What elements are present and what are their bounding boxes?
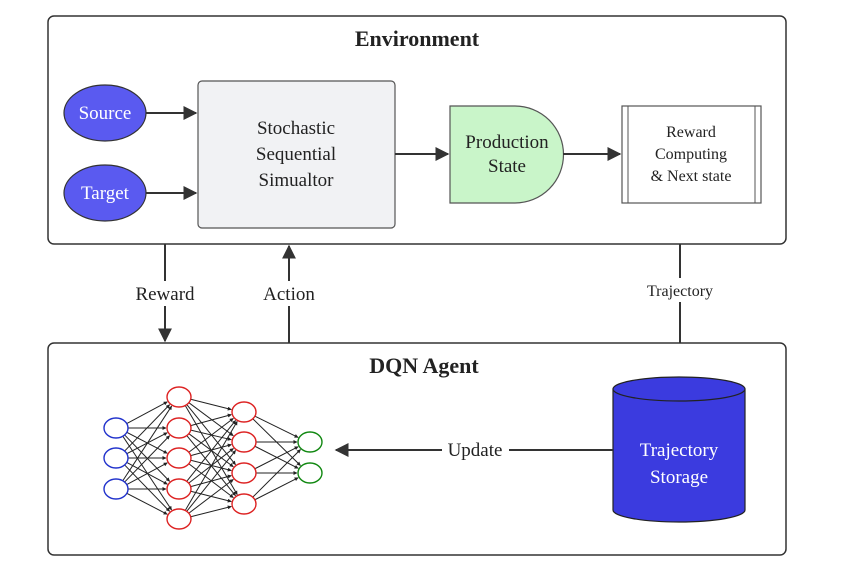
neural-network-graphic [103,386,323,530]
nn-connection [190,443,232,457]
nn-connection [254,446,299,470]
production-state-shape [449,105,565,204]
nn-connection [190,413,232,427]
storage-label-line-2: Storage [650,467,708,488]
nn-connection [254,415,299,438]
nn-connection [124,404,171,452]
nn-connection [122,405,173,482]
nn-node-hidden1 [166,478,192,500]
nn-connection [186,450,237,512]
nn-connection [124,435,171,483]
nn-connection [124,464,171,512]
nn-node-hidden1 [166,447,192,469]
action-link-label: Action [263,284,315,305]
nn-connection [188,478,234,514]
nn-node-hidden1 [166,386,192,408]
simulator-label-line-2: Sequential [256,144,336,165]
nn-connection [184,421,238,511]
nn-node-hidden2 [231,493,257,515]
nn-node-output [297,431,323,453]
target-label: Target [81,183,130,204]
nn-node-input [103,447,129,469]
nn-node-input [103,417,129,439]
reward-link-label: Reward [135,284,195,305]
nn-connection [126,401,168,425]
nn-node-hidden1 [166,417,192,439]
trajectory-storage-cylinder [612,376,746,523]
reward-computing-label-line-3: & Next state [651,168,732,185]
update-link-label: Update [448,440,503,461]
source-label: Source [79,103,132,124]
agent-title: DQN Agent [369,353,479,378]
nn-connection [186,420,237,482]
nn-node-hidden1 [166,508,192,530]
nn-connection [126,462,168,486]
reward-computing-label-line-2: Computing [655,146,727,163]
nn-connection [190,505,232,518]
environment-title: Environment [355,26,480,51]
nn-node-hidden2 [231,401,257,423]
trajectory-link-label: Trajectory [647,283,713,300]
storage-label-line-1: Trajectory [640,440,719,461]
nn-connection [126,492,168,515]
nn-connection [190,398,232,411]
production-state-label-line-2: State [488,156,526,177]
nn-node-input [103,478,129,500]
reward-computing-label-line-1: Reward [666,124,716,141]
nn-connection [188,402,234,437]
nn-node-hidden2 [231,462,257,484]
simulator-label-line-1: Stochastic [257,118,335,139]
nn-connection [188,417,234,453]
production-state-label-line-1: Production [465,132,549,153]
nn-node-output [297,462,323,484]
nn-connection [252,449,301,498]
simulator-label-line-3: Simualtor [259,170,335,191]
nn-connection [254,477,299,501]
reward-computing-box [621,105,762,204]
nn-node-hidden2 [231,431,257,453]
